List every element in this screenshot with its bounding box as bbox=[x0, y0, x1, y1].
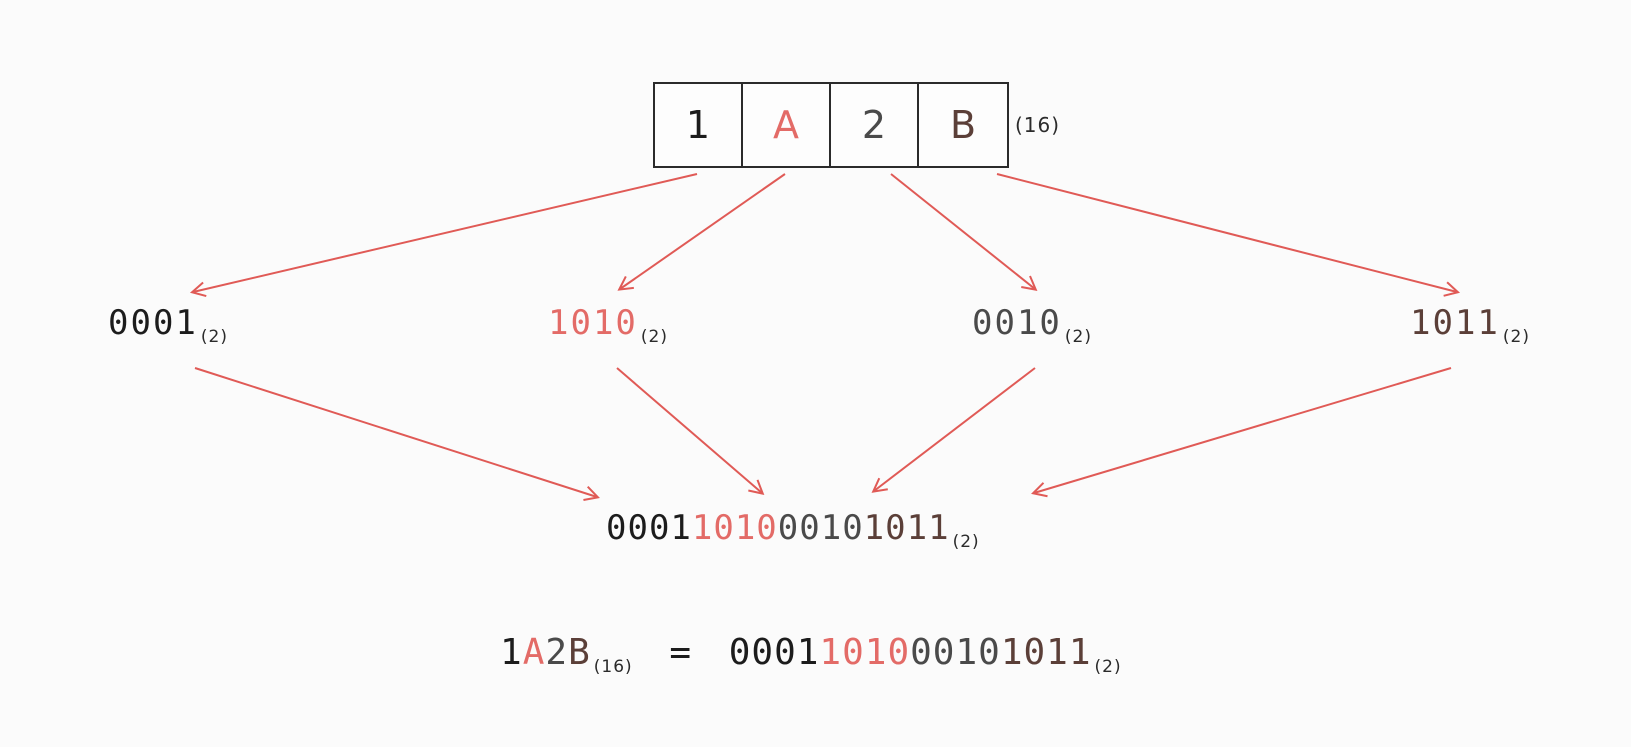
conversion-equation: 1A2B(16) = 0001101000101011(2) bbox=[500, 632, 1122, 677]
nibble-bits: 1010 bbox=[548, 303, 638, 343]
nibble-1010: 1010(2) bbox=[548, 303, 668, 347]
hex-digit-cell: 1 bbox=[655, 84, 743, 166]
hex-digit-cell: 2 bbox=[831, 84, 919, 166]
arrow-1011-to-combined bbox=[1034, 367, 1452, 493]
combined-subscript: (2) bbox=[952, 532, 980, 552]
nibble-subscript: (2) bbox=[1502, 327, 1530, 347]
arrow-2-to-0010 bbox=[890, 173, 1035, 289]
equation-rhs-part: 0001 bbox=[728, 632, 820, 673]
hex-digit-box: 1 A 2 B bbox=[653, 82, 1009, 168]
nibble-bits: 1011 bbox=[1410, 303, 1500, 343]
hex-digit-cell: B bbox=[949, 103, 977, 147]
equation-lhs-subscript: (16) bbox=[593, 657, 633, 677]
nibble-subscript: (2) bbox=[640, 327, 668, 347]
combined-part: 0010 bbox=[777, 508, 864, 548]
nibble-1011: 1011(2) bbox=[1410, 303, 1530, 347]
nibble-0010: 0010(2) bbox=[972, 303, 1092, 347]
equals-sign: = bbox=[669, 632, 693, 673]
equation-rhs-part: 1010 bbox=[819, 632, 911, 673]
combined-binary: 0001101000101011(2) bbox=[606, 508, 980, 552]
arrow-0001-to-combined bbox=[194, 367, 597, 497]
equation-rhs-subscript: (2) bbox=[1094, 657, 1122, 677]
combined-part: 1011 bbox=[863, 508, 950, 548]
equation-lhs-part: 2 bbox=[545, 632, 569, 673]
nibble-bits: 0010 bbox=[972, 303, 1062, 343]
arrow-a-to-1010 bbox=[620, 173, 786, 289]
equation-lhs-part: 1 bbox=[500, 632, 523, 673]
combined-part: 0001 bbox=[606, 508, 692, 548]
arrow-1010-to-combined bbox=[616, 367, 762, 493]
equation-lhs-part: A bbox=[522, 632, 546, 673]
nibble-0001: 0001(2) bbox=[108, 303, 228, 347]
nibble-subscript: (2) bbox=[1064, 327, 1092, 347]
equation-rhs-part: 0010 bbox=[910, 632, 1001, 673]
equation-lhs-part: B bbox=[568, 632, 591, 673]
hex-digit-cell: A bbox=[743, 84, 831, 166]
arrow-0010-to-combined bbox=[874, 367, 1036, 491]
arrow-1-to-0001 bbox=[193, 173, 698, 292]
hex-base-label: (16) bbox=[1015, 113, 1061, 137]
nibble-subscript: (2) bbox=[200, 327, 228, 347]
combined-part: 1010 bbox=[691, 508, 778, 548]
equation-rhs-part: 1011 bbox=[1000, 632, 1092, 673]
arrow-b-to-1011 bbox=[996, 173, 1457, 292]
nibble-bits: 0001 bbox=[108, 303, 198, 343]
